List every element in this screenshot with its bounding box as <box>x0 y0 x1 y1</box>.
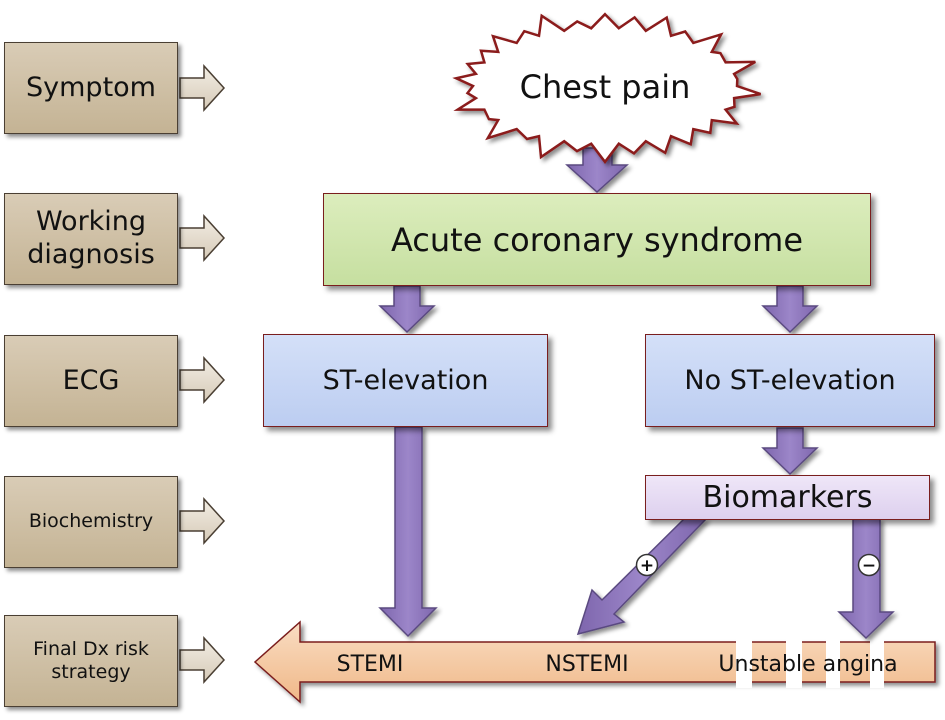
row-label-symptom: Symptom <box>4 42 178 134</box>
row-arrow-working-diagnosis <box>179 214 226 262</box>
acs-box: Acute coronary syndrome <box>323 193 871 286</box>
outcome-stemi: STEMI <box>337 652 404 677</box>
arrow-chestpain-to-acs <box>565 147 629 194</box>
chest-pain-text: Chest pain <box>520 68 691 106</box>
biomarkers-box: Biomarkers <box>645 475 930 520</box>
arrow-biomarker-negative <box>837 518 895 640</box>
negative-sign: − <box>862 556 876 576</box>
arrow-acs-to-st <box>378 285 436 334</box>
negative-badge: − <box>857 553 881 577</box>
chest-pain-starburst <box>452 12 762 164</box>
arrow-nost-to-biomarkers <box>761 427 819 476</box>
row-arrows <box>179 64 226 684</box>
arrow-st-to-stemi <box>378 426 438 638</box>
arrow-acs-to-nost <box>761 285 819 334</box>
row-arrow-symptom <box>179 64 226 112</box>
st-elevation-box: ST-elevation <box>263 334 548 427</box>
row-label-working-diagnosis: Working diagnosis <box>4 193 178 285</box>
row-label-ecg: ECG <box>4 335 178 427</box>
row-label-biochemistry: Biochemistry <box>4 476 178 568</box>
outcome-unstable-angina: Unstable angina <box>718 652 897 677</box>
row-arrow-biochemistry <box>179 497 226 545</box>
positive-sign: + <box>640 556 654 576</box>
no-st-elevation-box: No ST-elevation <box>645 334 935 427</box>
row-arrow-final <box>179 636 226 684</box>
row-label-final-dx: Final Dx risk strategy <box>4 615 178 707</box>
row-arrow-ecg <box>179 356 226 404</box>
positive-badge: + <box>635 553 659 577</box>
arrow-biomarker-positive <box>576 518 708 636</box>
dashed-gaps <box>736 636 884 688</box>
outcome-nstemi: NSTEMI <box>545 652 628 677</box>
